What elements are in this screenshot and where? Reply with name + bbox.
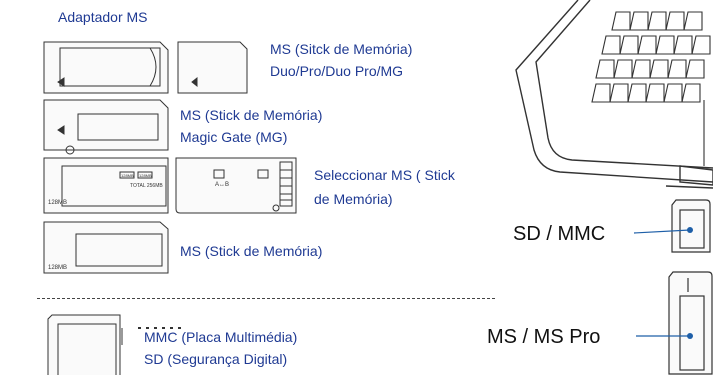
card-capacity-128-b: 128MB bbox=[48, 265, 67, 271]
sd-mmc-card bbox=[47, 314, 123, 375]
ms-stick-card bbox=[43, 221, 169, 274]
laptop-keyboard bbox=[591, 11, 711, 166]
ms-duo-label-line1: MS (Sitck de Memória) bbox=[270, 41, 413, 57]
card-capacity-a: 128MB bbox=[121, 173, 134, 178]
sd-label: SD (Segurança Digital) bbox=[144, 351, 288, 367]
ms-dual-card bbox=[43, 157, 169, 214]
sd-mmc-callout-dot bbox=[687, 227, 693, 233]
ms-pro-callout-label: MS / MS Pro bbox=[487, 326, 601, 348]
mmc-label: MMC (Placa Multimédia) bbox=[144, 329, 298, 345]
ms-stick-label: MS (Stick de Memória) bbox=[180, 243, 323, 259]
card-capacity-128-a: 128MB bbox=[48, 200, 67, 206]
card-switch-label: A↔B bbox=[215, 182, 229, 188]
sd-mmc-slot-card bbox=[671, 199, 711, 253]
ms-select-label-line1: Seleccionar MS ( Stick bbox=[314, 167, 455, 183]
ms-adaptor-card bbox=[43, 41, 169, 94]
laptop-illustration bbox=[515, 0, 713, 189]
ms-magicgate-label-line2: Magic Gate (MG) bbox=[180, 129, 288, 145]
ms-duo-label-line2: Duo/Pro/Duo Pro/MG bbox=[270, 63, 404, 79]
section-divider bbox=[37, 298, 495, 299]
ms-magicgate-card bbox=[43, 99, 169, 155]
ms-pro-slot-card bbox=[668, 271, 713, 375]
sd-contacts bbox=[138, 327, 181, 329]
ms-select-card bbox=[175, 157, 297, 214]
ms-magicgate-label-line1: MS (Stick de Memória) bbox=[180, 107, 323, 123]
ms-duo-card bbox=[177, 41, 248, 94]
sd-mmc-callout-line bbox=[633, 229, 691, 234]
ms-select-label-line2: de Memória) bbox=[314, 191, 393, 207]
ms-pro-callout-dot bbox=[687, 333, 693, 339]
card-capacity-b: 128MB bbox=[139, 173, 152, 178]
sd-mmc-callout-label: SD / MMC bbox=[513, 223, 606, 245]
card-total-capacity: TOTAL 256MB bbox=[130, 183, 163, 189]
adaptor-title: Adaptador MS bbox=[58, 9, 148, 25]
